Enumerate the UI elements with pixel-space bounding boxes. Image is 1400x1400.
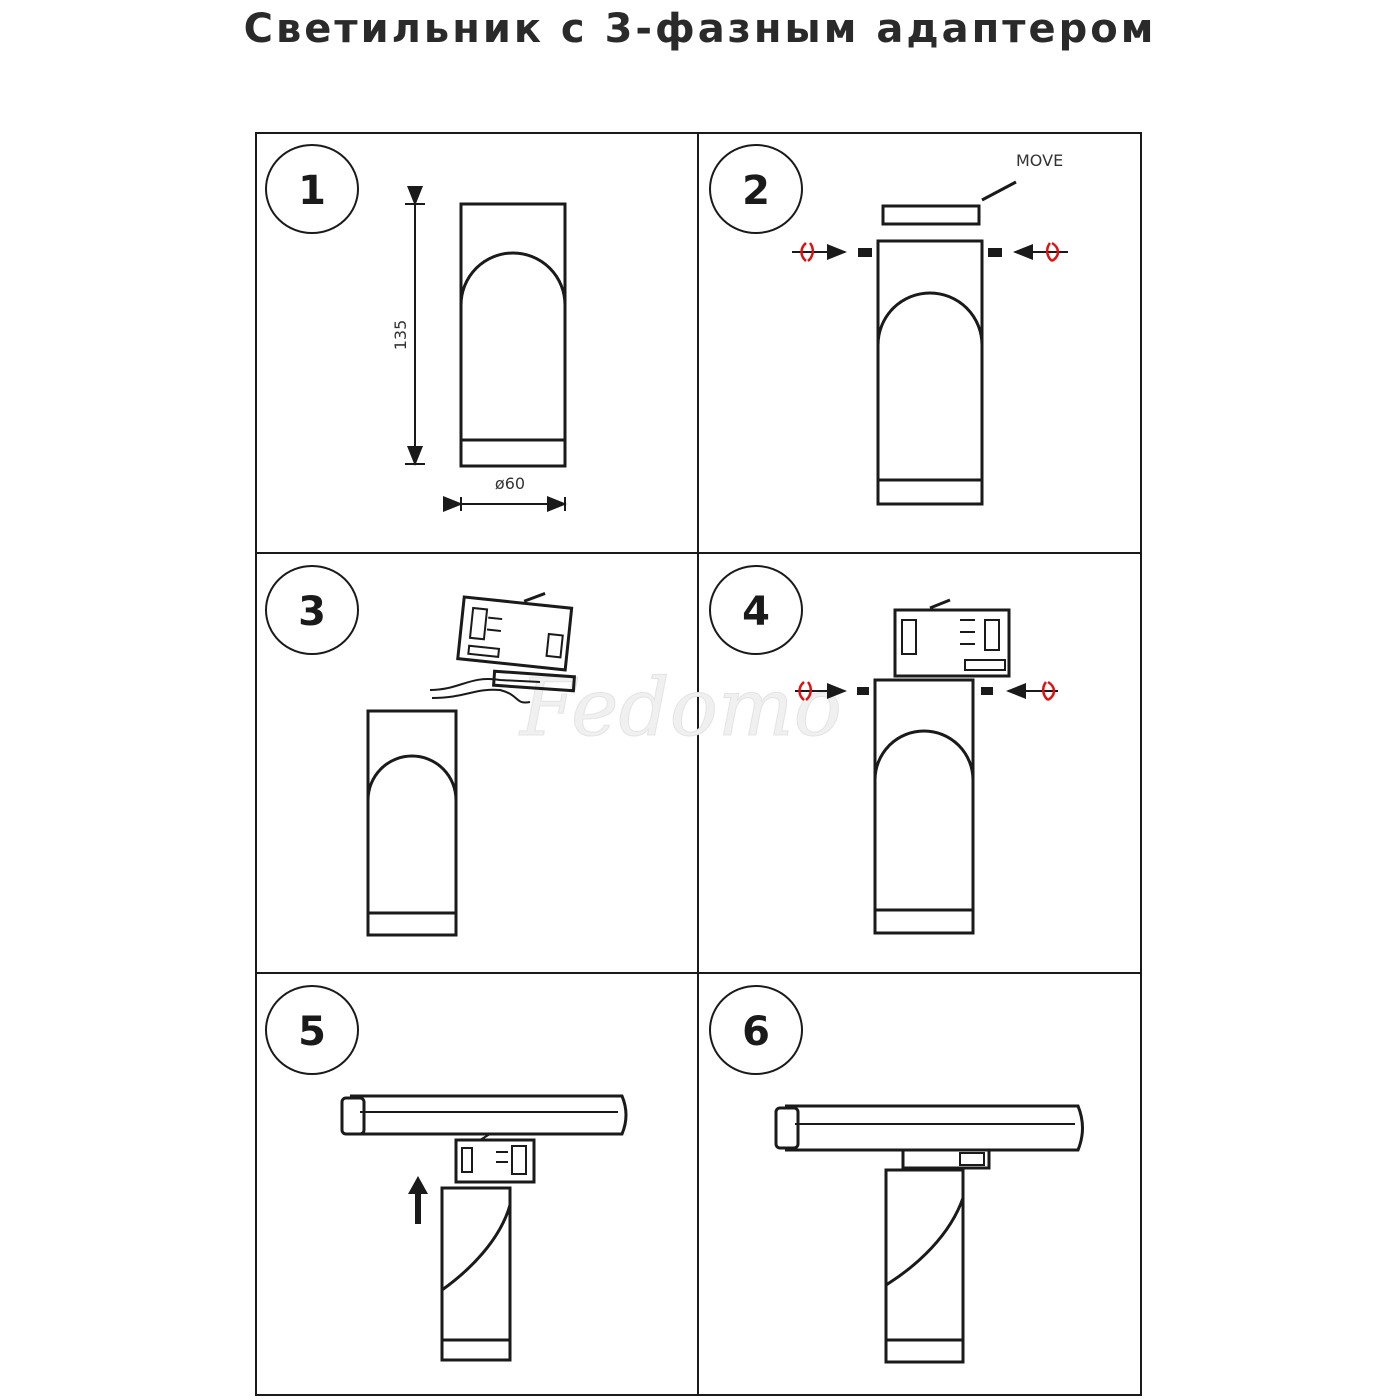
rotate-arrow-icon xyxy=(798,681,812,701)
adapter-mounted xyxy=(893,598,1011,678)
svg-text:MOVE: MOVE xyxy=(1016,151,1063,170)
step-6-badge: 6 xyxy=(709,985,803,1075)
svg-text:ø60: ø60 xyxy=(495,474,525,493)
lamp-body-3 xyxy=(366,709,458,937)
move-label: MOVE xyxy=(981,151,1063,202)
step-4-badge: 4 xyxy=(709,565,803,655)
lamp-body-2 xyxy=(876,239,984,506)
rotate-arrow-icon xyxy=(800,242,814,262)
svg-text:5: 5 xyxy=(298,1009,326,1055)
height-dimension: 135 xyxy=(391,186,425,466)
track-rail-6 xyxy=(774,1104,1084,1152)
svg-text:6: 6 xyxy=(742,1009,770,1055)
lamp-body-6 xyxy=(884,1168,965,1364)
diameter-dimension: ø60 xyxy=(443,474,567,512)
step-2-badge: 2 xyxy=(709,144,803,234)
svg-text:3: 3 xyxy=(298,589,326,635)
track-rail-5 xyxy=(340,1094,628,1136)
adapter-5 xyxy=(454,1133,536,1184)
cap-cover xyxy=(881,204,981,226)
lamp-body-1 xyxy=(459,202,567,468)
adapter-tilted xyxy=(456,592,574,672)
arrow-up-icon xyxy=(408,1176,428,1224)
adapter-6 xyxy=(901,1148,991,1170)
rotate-arrow-icon xyxy=(1042,680,1056,702)
svg-text:1: 1 xyxy=(298,168,326,214)
svg-text:4: 4 xyxy=(742,589,770,635)
screws-4 xyxy=(795,683,1058,699)
step-5-badge: 5 xyxy=(265,985,359,1075)
panel-grid xyxy=(255,132,1142,1396)
step-3-badge: 3 xyxy=(265,565,359,655)
diagram-title: Светильник с 3-фазным адаптером xyxy=(243,6,1157,52)
wire xyxy=(429,669,576,704)
svg-text:135: 135 xyxy=(391,320,410,351)
step-1-badge: 1 xyxy=(265,144,359,234)
lamp-body-5 xyxy=(440,1186,512,1362)
svg-text:2: 2 xyxy=(742,168,770,214)
lamp-body-4 xyxy=(873,678,975,935)
screws-2 xyxy=(792,244,1068,260)
rotate-arrow-icon xyxy=(1046,241,1060,263)
